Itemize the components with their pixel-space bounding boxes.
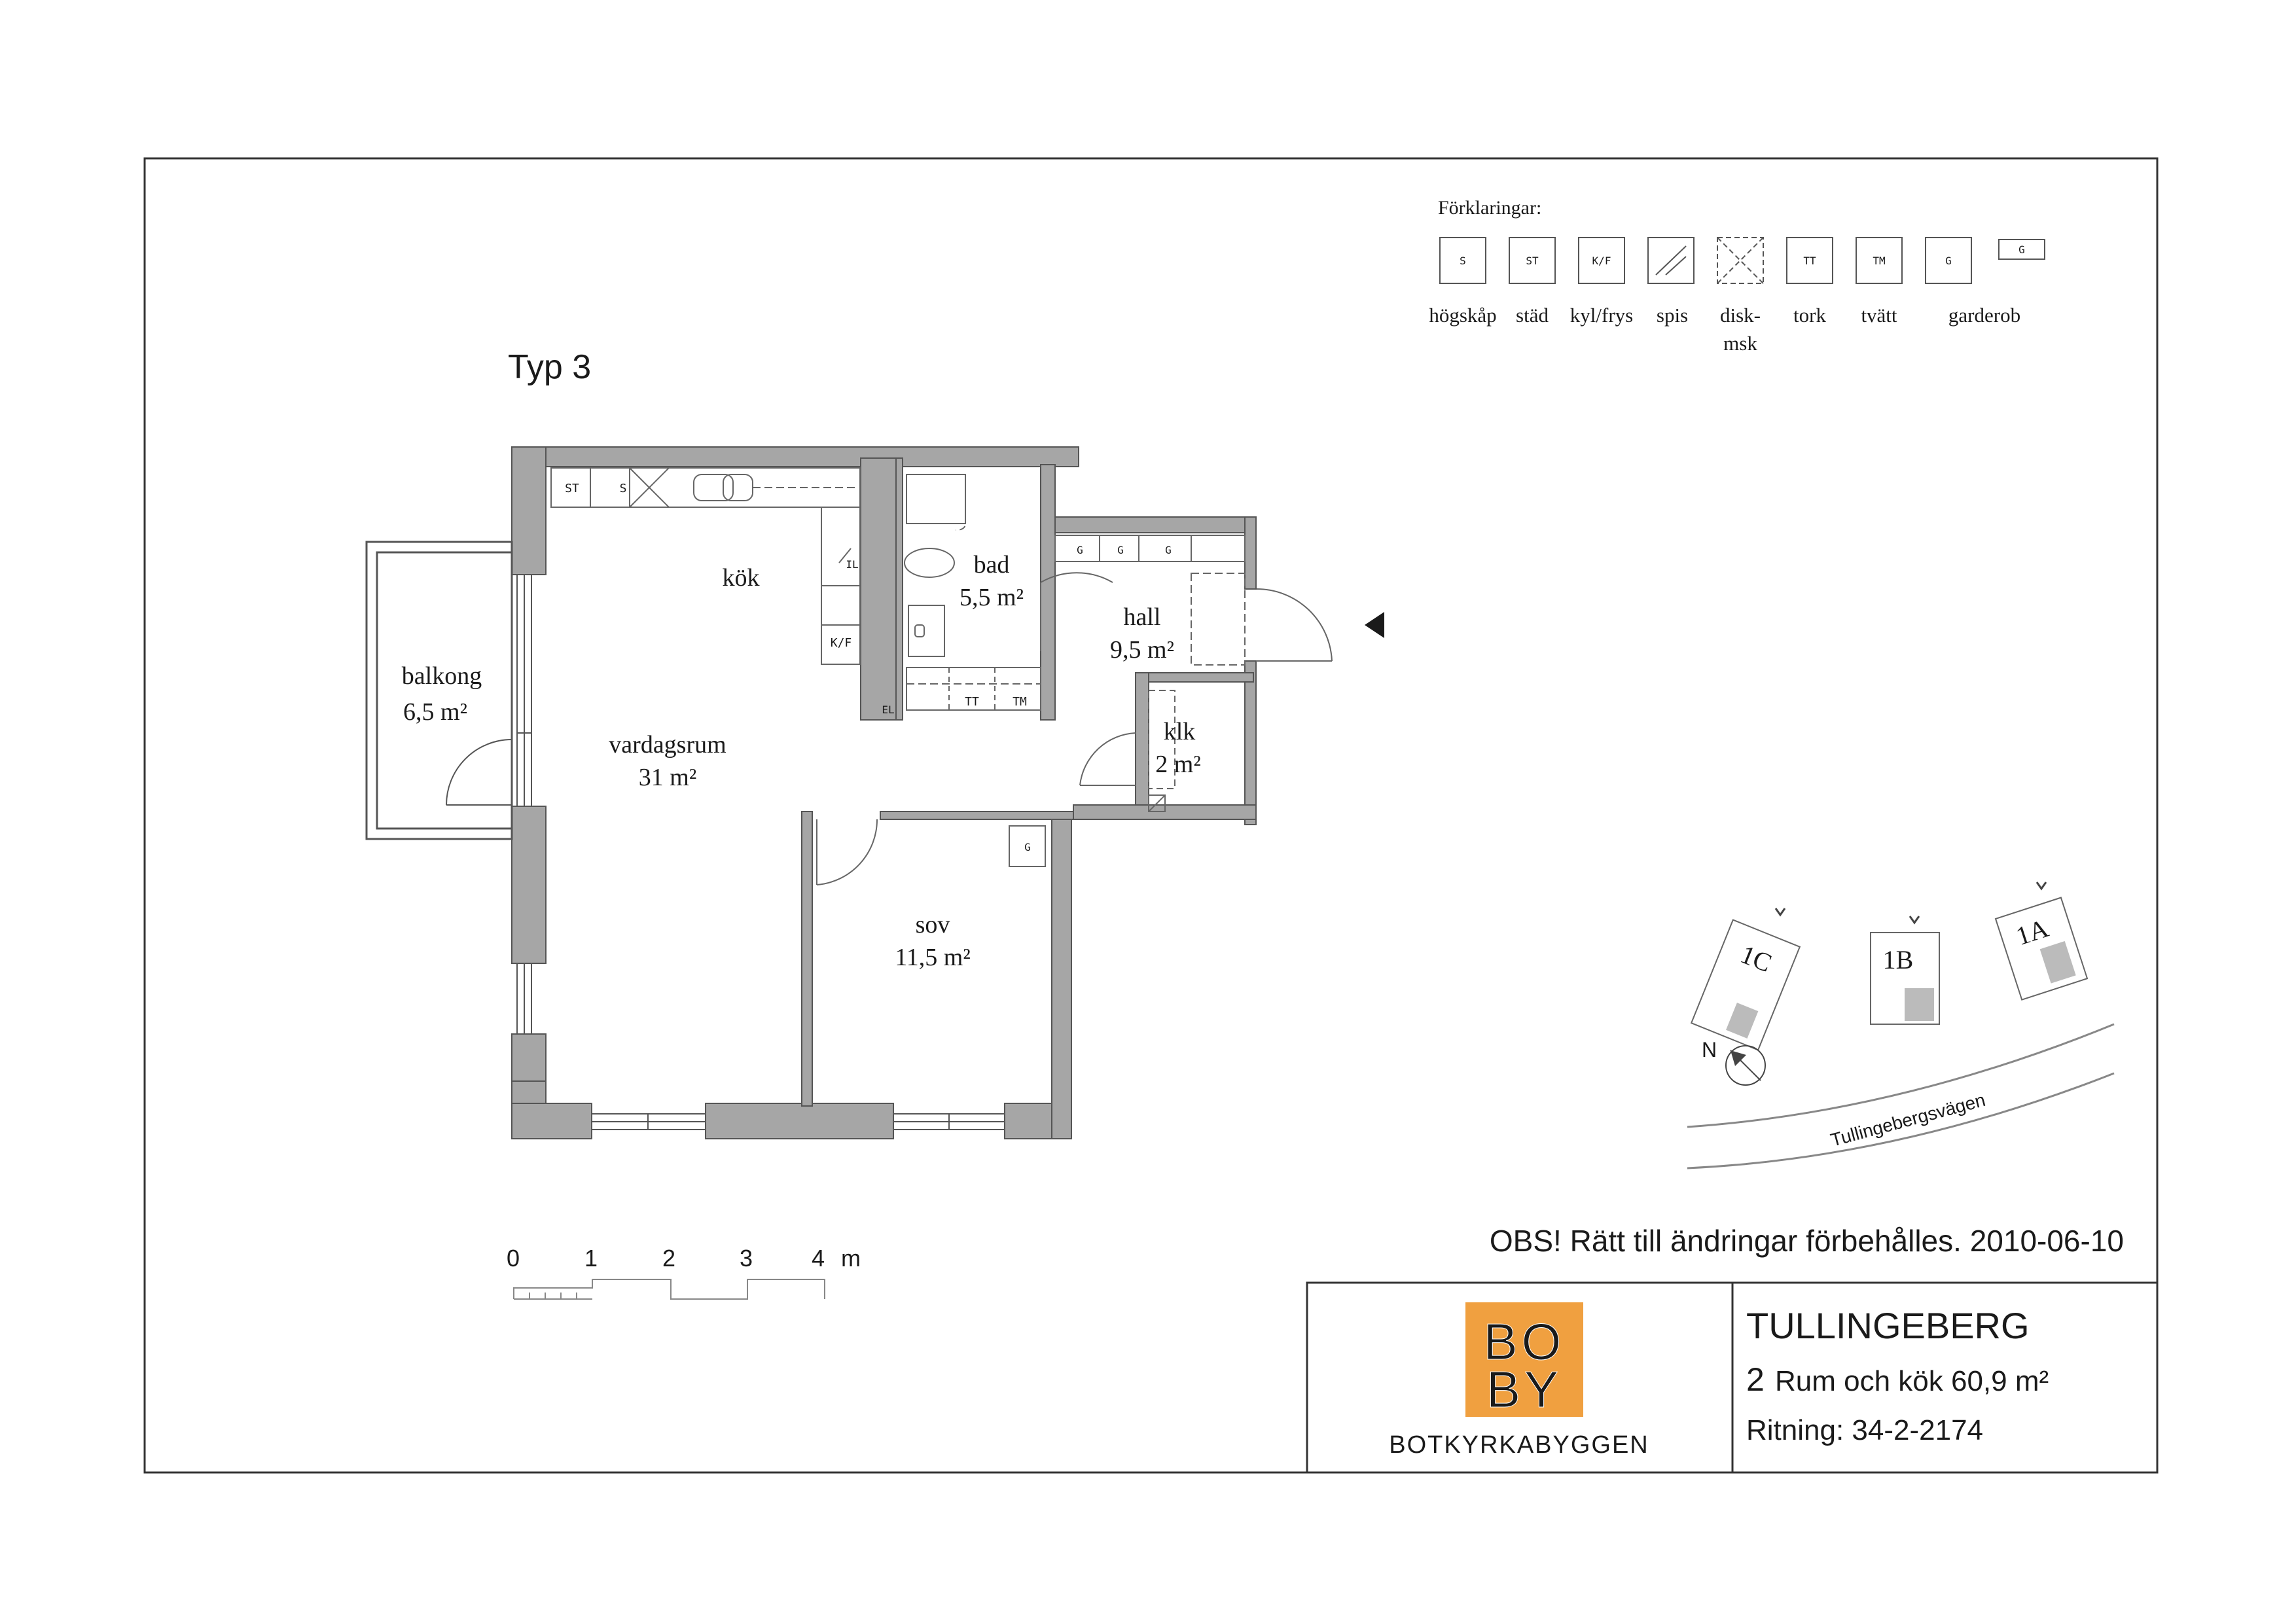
project-name: TULLINGEBERG: [1746, 1305, 2030, 1346]
scale-tick-0: 0: [507, 1245, 520, 1272]
legend-label-disk: disk-: [1720, 304, 1761, 327]
room-balcony-name: balkong: [402, 662, 482, 690]
scale-tick-3: 3: [740, 1245, 753, 1272]
balcony-door-swing: [446, 739, 512, 806]
legend-box-tvatt: [1856, 237, 1903, 284]
room-kitchen: kök: [723, 564, 760, 592]
room-bedroom-area: 11,5 m²: [895, 944, 971, 971]
rooms-description: Rum och kök 60,9 m²: [1775, 1365, 2049, 1397]
room-bedroom-name: sov: [916, 911, 950, 938]
fixture-g-hall-3: G: [1165, 544, 1172, 556]
legend-label-tork: tork: [1793, 304, 1826, 327]
legend-box-hogskap: [1439, 237, 1486, 284]
legend-title: Förklaringar:: [1438, 197, 1541, 219]
fixture-el: EL: [882, 704, 894, 716]
building-1c: 1C: [1690, 919, 1801, 1051]
building-1b: 1B: [1870, 932, 1940, 1025]
legend-code-extra: G: [2018, 243, 2025, 256]
legend-box-garderob: [1925, 237, 1972, 284]
legend-code-1: S: [1460, 255, 1466, 267]
legend-box-diskmsk: [1717, 237, 1764, 284]
scale-tick-2: 2: [662, 1245, 675, 1272]
room-balcony-area: 6,5 m²: [403, 698, 467, 726]
room-living-name: vardagsrum: [609, 731, 726, 758]
north-arrow-icon: [1725, 1045, 1766, 1086]
legend-code-3: K/F: [1592, 255, 1611, 267]
title-block: BO BY BOTKYRKABYGGEN TULLINGEBERG 2 Rum …: [1306, 1281, 2159, 1474]
room-closet-area: 2 m²: [1155, 751, 1200, 778]
company-logo: [1465, 1302, 1583, 1417]
legend-box-spis: [1647, 237, 1695, 284]
legend-label-stad: städ: [1516, 304, 1549, 327]
sheet-border: [143, 157, 2159, 1474]
legend-code-6: TT: [1803, 255, 1816, 267]
legend-label-garderob: garderob: [1948, 304, 2020, 327]
scale-tick-1: 1: [584, 1245, 598, 1272]
scale-bar: [513, 1279, 825, 1300]
floor-plan: ST S IL K/F EL TT TM: [365, 446, 1384, 1139]
north-label: N: [1702, 1038, 1717, 1061]
fixture-tm: TM: [1013, 695, 1027, 709]
building-1a: 1A: [1994, 897, 2089, 1001]
legend-label-spis: spis: [1657, 304, 1688, 327]
road-edge-top: [1687, 1023, 2115, 1128]
fixture-g-hall-2: G: [1117, 544, 1124, 556]
legend-code-8: G: [1945, 255, 1952, 267]
windows: [516, 574, 1005, 1130]
fixture-g-bedroom: G: [1024, 841, 1031, 853]
fixture-il: IL: [846, 558, 858, 571]
legend-code-7: TM: [1873, 255, 1885, 267]
room-hall-name: hall: [1124, 603, 1161, 631]
change-notice: OBS! Rätt till ändringar förbehålles. 20…: [1490, 1224, 2124, 1258]
scale-tick-4: 4: [812, 1245, 825, 1272]
type-label: Typ 3: [508, 348, 591, 386]
scale-unit: m: [841, 1245, 861, 1272]
room-closet-name: klk: [1164, 718, 1196, 745]
site-plan: 1C 1B 1A Tullingebergsvägen N: [1687, 882, 2115, 1169]
legend-box-tork: [1786, 237, 1833, 284]
fixture-tt: TT: [965, 695, 979, 709]
logo-text-bottom: BY: [1486, 1361, 1562, 1418]
fixture-g-hall-1: G: [1077, 544, 1083, 556]
legend: Förklaringar: S ST K/F TT TM G G hög: [1429, 197, 2045, 355]
balcony: [365, 541, 513, 840]
company-name: BOTKYRKABYGGEN: [1389, 1431, 1649, 1459]
legend-box-kylfrys: [1578, 237, 1625, 284]
fixture-s-kitchen: S: [620, 482, 627, 495]
hall-wardrobes: [816, 535, 1333, 885]
room-bath-area: 5,5 m²: [960, 584, 1024, 611]
road-edge-bottom: [1687, 1072, 2115, 1169]
building-1b-label: 1B: [1883, 945, 1914, 974]
bath-fixtures: [904, 474, 1113, 711]
legend-label-hogskap: högskåp: [1429, 304, 1496, 327]
scale-bar-labels: 0 1 2 3 4 m: [507, 1245, 861, 1272]
entrance-arrow-icon: [1365, 612, 1384, 638]
room-hall-area: 9,5 m²: [1110, 636, 1174, 664]
drawing-number: Ritning: 34-2-2174: [1746, 1414, 1983, 1446]
room-bath-name: bad: [974, 551, 1010, 579]
walls: [511, 446, 1257, 1139]
legend-box-stad: [1509, 237, 1556, 284]
fixture-st-kitchen: ST: [565, 482, 579, 495]
kitchen-counter: [550, 467, 861, 665]
road-label: Tullingebergsvägen: [1829, 1090, 1988, 1150]
legend-box-garderob-small: [1998, 239, 2045, 260]
legend-label-msk: msk: [1723, 332, 1757, 355]
fixture-kf: K/F: [831, 636, 852, 650]
legend-code-2: ST: [1526, 255, 1539, 267]
legend-label-kylfrys: kyl/frys: [1570, 304, 1633, 327]
rooms-number: 2: [1746, 1361, 1765, 1398]
legend-label-tvatt: tvätt: [1861, 304, 1897, 327]
room-living-area: 31 m²: [639, 764, 696, 791]
logo-text-top: BO: [1484, 1313, 1566, 1370]
